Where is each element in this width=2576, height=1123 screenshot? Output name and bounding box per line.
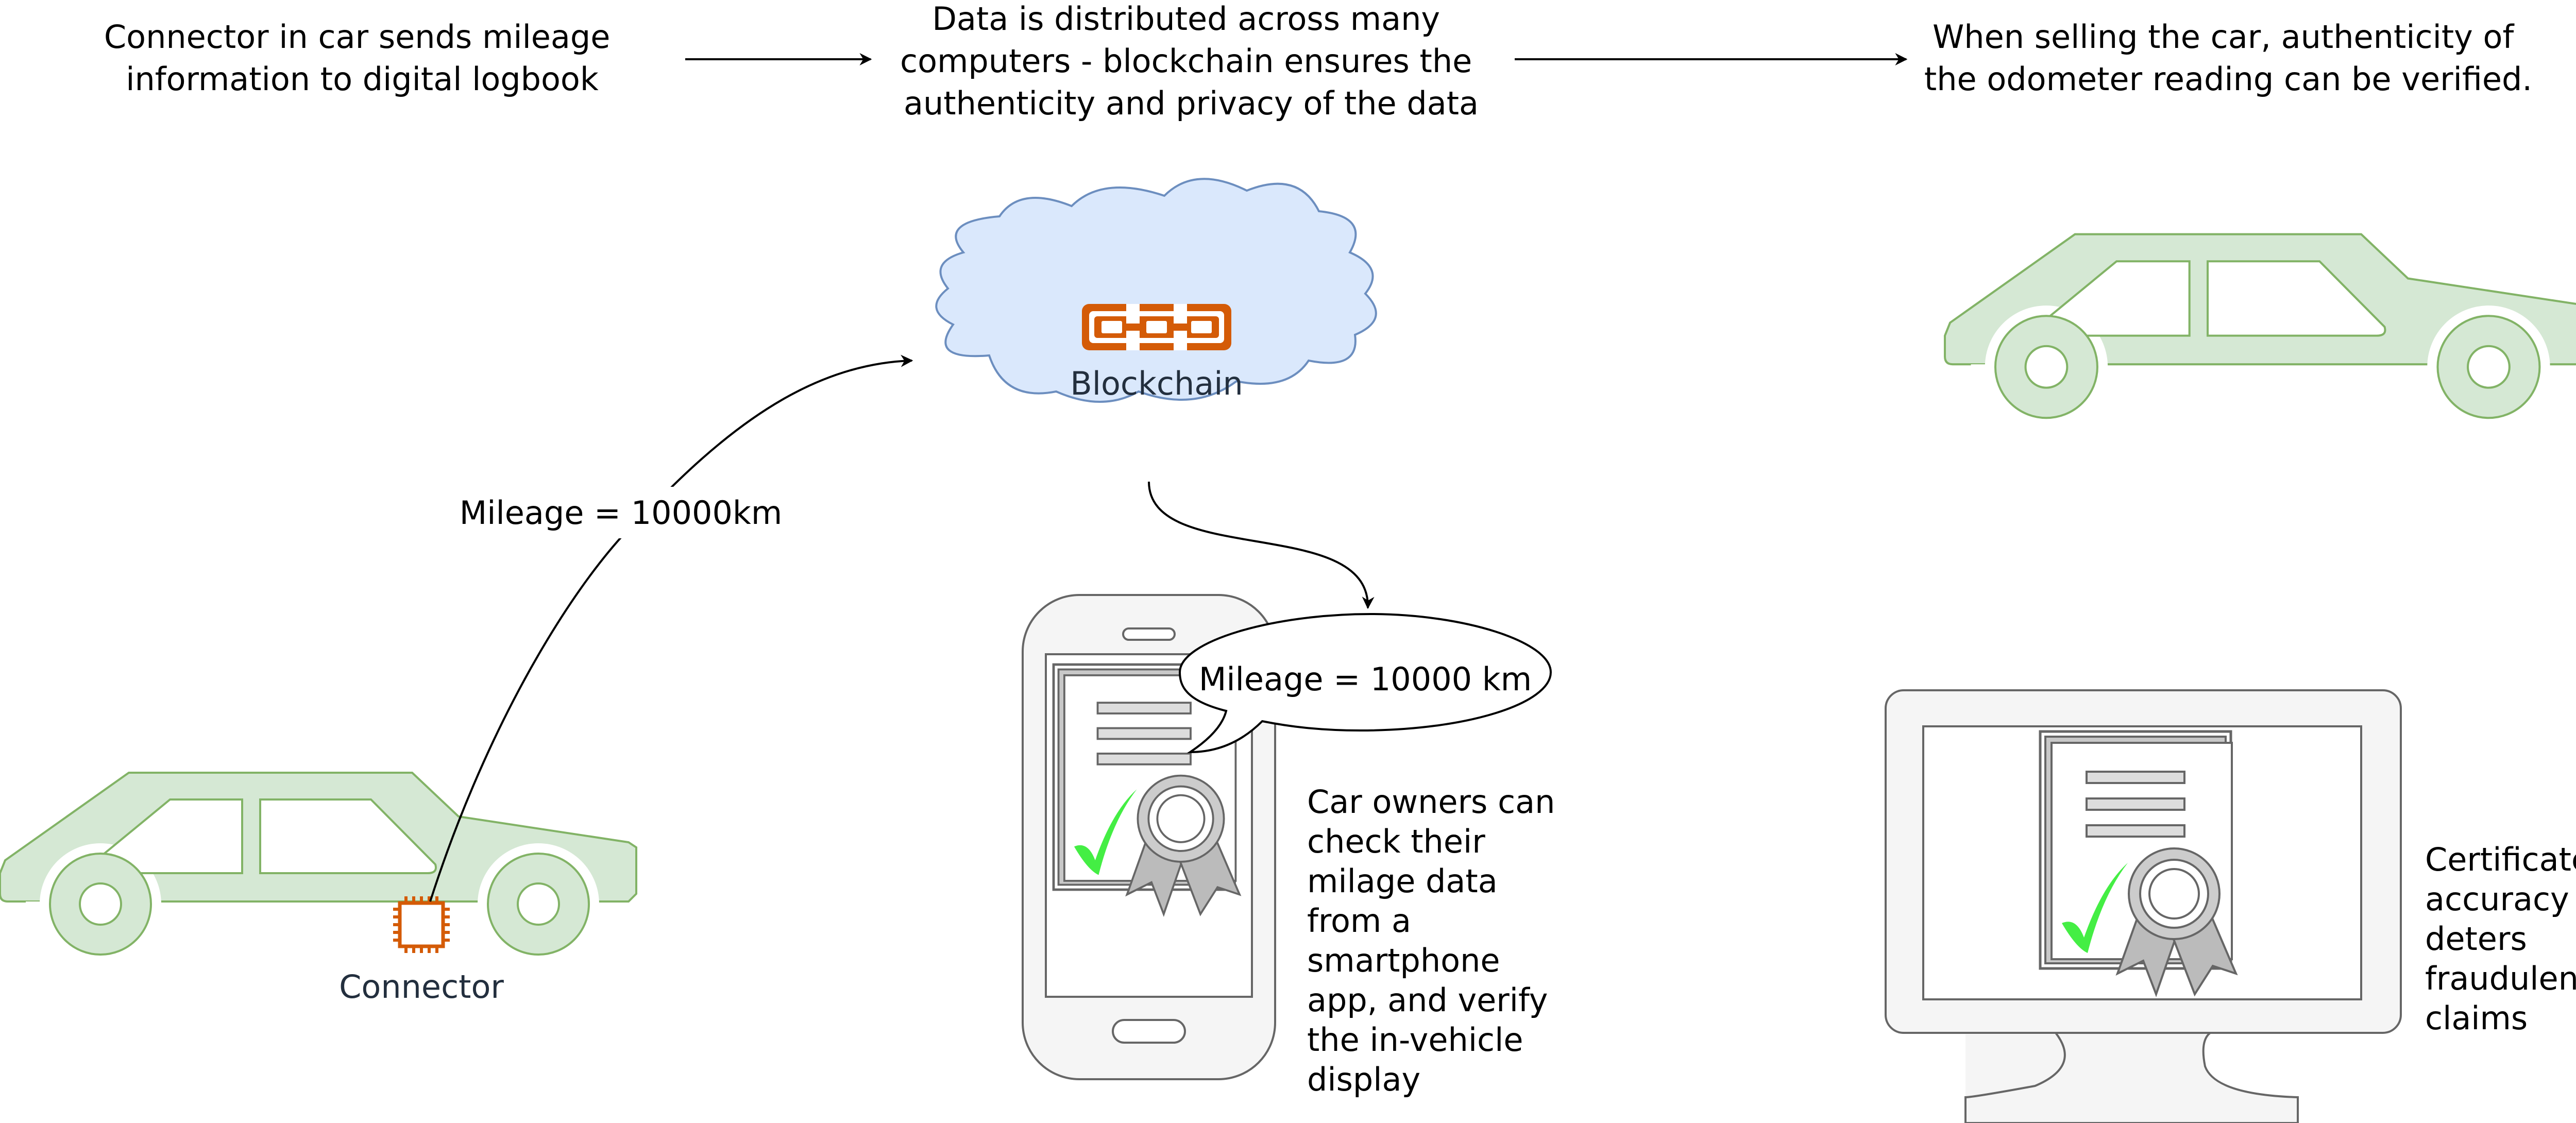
- step-3-text: When selling the car, authenticity of th…: [1924, 18, 2532, 98]
- monitor: [1885, 689, 2402, 1123]
- mileage-edge-label: Mileage = 10000km: [460, 494, 782, 532]
- blockchain-cloud: Blockchain: [935, 178, 1377, 403]
- car-right: [1945, 234, 2576, 429]
- chip-icon: [393, 896, 450, 953]
- smartphone-description: Car owners can check their milage data f…: [1307, 783, 1565, 1098]
- certificate-icon: [2040, 731, 2236, 994]
- car-left: [0, 772, 637, 966]
- step-1-text: Connector in car sends mileage informati…: [104, 18, 620, 98]
- speech-bubble: Mileage = 10000 km: [1178, 612, 1552, 754]
- blockchain-label: Blockchain: [1070, 365, 1243, 402]
- step-2-text: Data is distributed across many computer…: [900, 0, 1482, 122]
- blockchain-to-phone-arrow: [1148, 481, 1375, 609]
- connector-label: Connector: [339, 968, 504, 1006]
- speech-bubble-text: Mileage = 10000 km: [1199, 660, 1532, 698]
- connector-to-blockchain-arrow: [429, 354, 913, 902]
- smartphone: [1022, 594, 1276, 1080]
- monitor-description: Certificate of accuracy deters fraudulen…: [2425, 841, 2576, 1037]
- chain-link-icon: [1082, 304, 1231, 350]
